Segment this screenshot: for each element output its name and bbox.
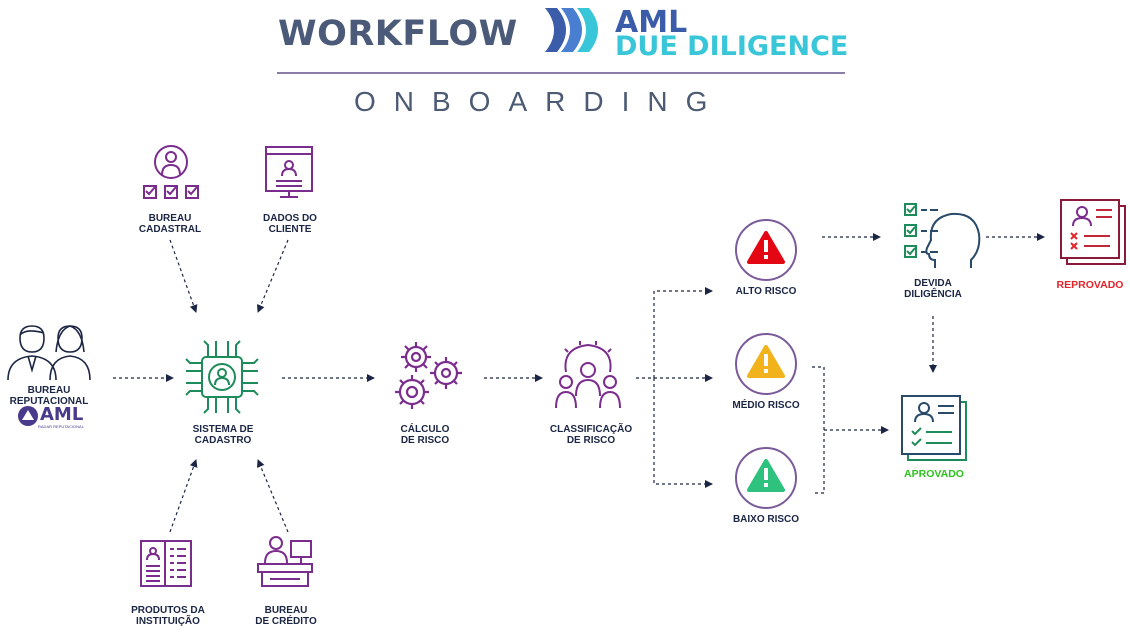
page-subtitle: ONBOARDING bbox=[354, 86, 726, 117]
brand-name-line1: AML bbox=[615, 5, 688, 40]
sistema-cadastro-line2: CADASTRO bbox=[194, 435, 252, 446]
produtos-instituicao-line1: PRODUTOS DA bbox=[131, 605, 205, 616]
gears-icon bbox=[395, 342, 462, 409]
calculo-risco-line1: CÁLCULO bbox=[400, 424, 450, 435]
aml-logo-sub: RADAR REPUTACIONAL bbox=[38, 424, 84, 429]
node-alto-risco: ALTO RISCO bbox=[716, 286, 816, 297]
node-dados-cliente: DADOS DO CLIENTE bbox=[248, 213, 332, 235]
monitor-profile-icon bbox=[265, 146, 313, 198]
node-baixo-risco: BAIXO RISCO bbox=[716, 514, 816, 525]
sistema-cadastro-line1: SISTEMA DE bbox=[192, 424, 254, 435]
classificacao-risco-line1: CLASSIFICAÇÃO bbox=[549, 424, 633, 435]
brand-name-line2: DUE DILIGENCE bbox=[615, 31, 849, 62]
rejected-document-icon bbox=[1060, 199, 1126, 265]
node-bureau-credito: BUREAU DE CRÉDITO bbox=[244, 605, 328, 627]
team-gear-icon bbox=[555, 341, 621, 409]
alto-risco-label: ALTO RISCO bbox=[735, 286, 797, 297]
node-devida-diligencia: DEVIDA DILIGÊNCIA bbox=[888, 278, 978, 300]
red-alert-icon bbox=[735, 219, 797, 281]
bureau-reputacional-line2: REPUTACIONAL bbox=[9, 396, 89, 407]
dados-cliente-line2: CLIENTE bbox=[268, 224, 312, 235]
node-calculo-risco: CÁLCULO DE RISCO bbox=[385, 424, 465, 446]
arrow-to-alto bbox=[653, 287, 713, 378]
bureau-credito-line1: BUREAU bbox=[264, 605, 308, 616]
dados-cliente-line1: DADOS DO bbox=[263, 213, 317, 224]
calculo-risco-line2: DE RISCO bbox=[400, 435, 450, 446]
arrow-bureau-cadastral bbox=[169, 239, 198, 313]
reprovado-label: REPROVADO bbox=[1056, 279, 1124, 291]
circuit-user-icon bbox=[185, 340, 259, 414]
node-bureau-reputacional: BUREAU REPUTACIONAL bbox=[0, 385, 98, 407]
node-sistema-cadastro: SISTEMA DE CADASTRO bbox=[180, 424, 266, 446]
arrow-bureau-credito bbox=[257, 459, 289, 533]
bureau-credito-line2: DE CRÉDITO bbox=[255, 616, 317, 627]
produtos-instituicao-line2: INSTITUIÇÃO bbox=[136, 616, 200, 627]
yellow-alert-icon bbox=[735, 333, 797, 395]
workflow-title: WORKFLOW bbox=[278, 14, 518, 54]
node-bureau-cadastral: BUREAU CADASTRAL bbox=[130, 213, 210, 235]
arrow-produtos bbox=[169, 459, 198, 533]
arrow-to-baixo bbox=[653, 378, 713, 488]
baixo-risco-label: BAIXO RISCO bbox=[732, 514, 800, 525]
medio-risco-label: MÉDIO RISCO bbox=[732, 400, 800, 411]
bureau-cadastral-line2: CADASTRAL bbox=[138, 224, 202, 235]
aml-logo-text: AML bbox=[40, 404, 84, 425]
user-checklist-icon bbox=[143, 145, 199, 199]
approved-document-icon bbox=[901, 395, 967, 461]
bureau-cadastral-line1: BUREAU bbox=[148, 213, 192, 224]
green-alert-icon bbox=[735, 447, 797, 509]
node-produtos-instituicao: PRODUTOS DA INSTITUIÇÃO bbox=[118, 605, 218, 627]
head-checklist-icon bbox=[904, 203, 981, 268]
node-medio-risco: MÉDIO RISCO bbox=[716, 400, 816, 411]
aml-radar-logo bbox=[18, 406, 38, 426]
people-icon bbox=[7, 325, 91, 381]
catalog-icon bbox=[140, 540, 192, 587]
arrow-dados-cliente bbox=[257, 239, 289, 313]
classificacao-risco-line2: DE RISCO bbox=[566, 435, 616, 446]
node-classificacao-risco: CLASSIFICAÇÃO DE RISCO bbox=[541, 424, 641, 446]
header-divider bbox=[277, 72, 845, 74]
desk-worker-icon bbox=[257, 536, 313, 587]
aprovado-label: APROVADO bbox=[904, 468, 964, 480]
devida-diligencia-line1: DEVIDA bbox=[914, 278, 952, 289]
devida-diligencia-line2: DILIGÊNCIA bbox=[904, 289, 962, 300]
bureau-reputacional-line1: BUREAU bbox=[27, 385, 71, 396]
